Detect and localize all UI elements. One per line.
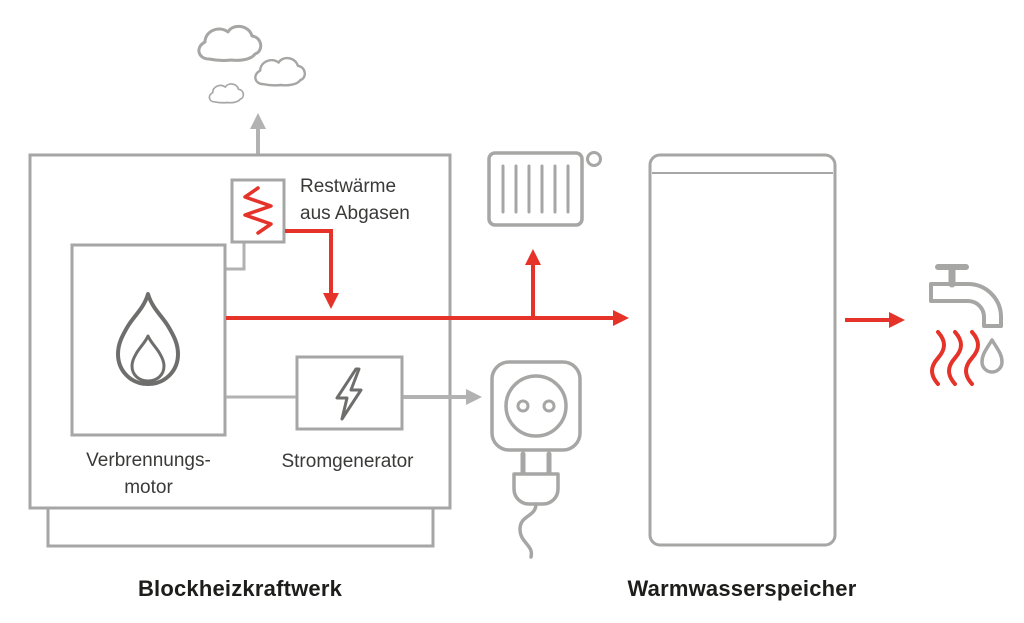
water-drop-icon [980, 338, 1004, 374]
residual-heat-line2: aus Abgasen [300, 203, 410, 224]
storage-tank [648, 153, 837, 547]
generator-box [295, 355, 404, 431]
lightning-bolt-icon [335, 367, 363, 421]
engine-label: Verbrennungs- motor [58, 447, 239, 501]
smoke-clouds-icon [197, 24, 306, 104]
generator-label-text: Stromgenerator [281, 451, 414, 472]
residual-heat-label: Restwärme aus Abgasen [300, 173, 410, 227]
flame-icon [116, 292, 180, 386]
storage-title: Warmwasserspeicher [627, 576, 857, 601]
exchanger-engine-connector [226, 243, 246, 271]
radiator-icon [487, 151, 602, 227]
power-outlet-icon [490, 360, 582, 452]
residual-heat-arrow-icon [285, 229, 339, 309]
generator-label: Stromgenerator [257, 448, 438, 475]
power-plug-icon [512, 451, 560, 559]
water-tap-icon [929, 264, 1003, 328]
residual-heat-line1: Restwärme [300, 176, 397, 197]
heat-exchanger-icon [230, 178, 286, 244]
engine-label-line1: Verbrennungs- [86, 450, 211, 471]
engine-label-line2: motor [124, 477, 173, 498]
heat-waves-icon [930, 330, 980, 386]
chp-title: Blockheizkraftwerk [137, 576, 343, 601]
